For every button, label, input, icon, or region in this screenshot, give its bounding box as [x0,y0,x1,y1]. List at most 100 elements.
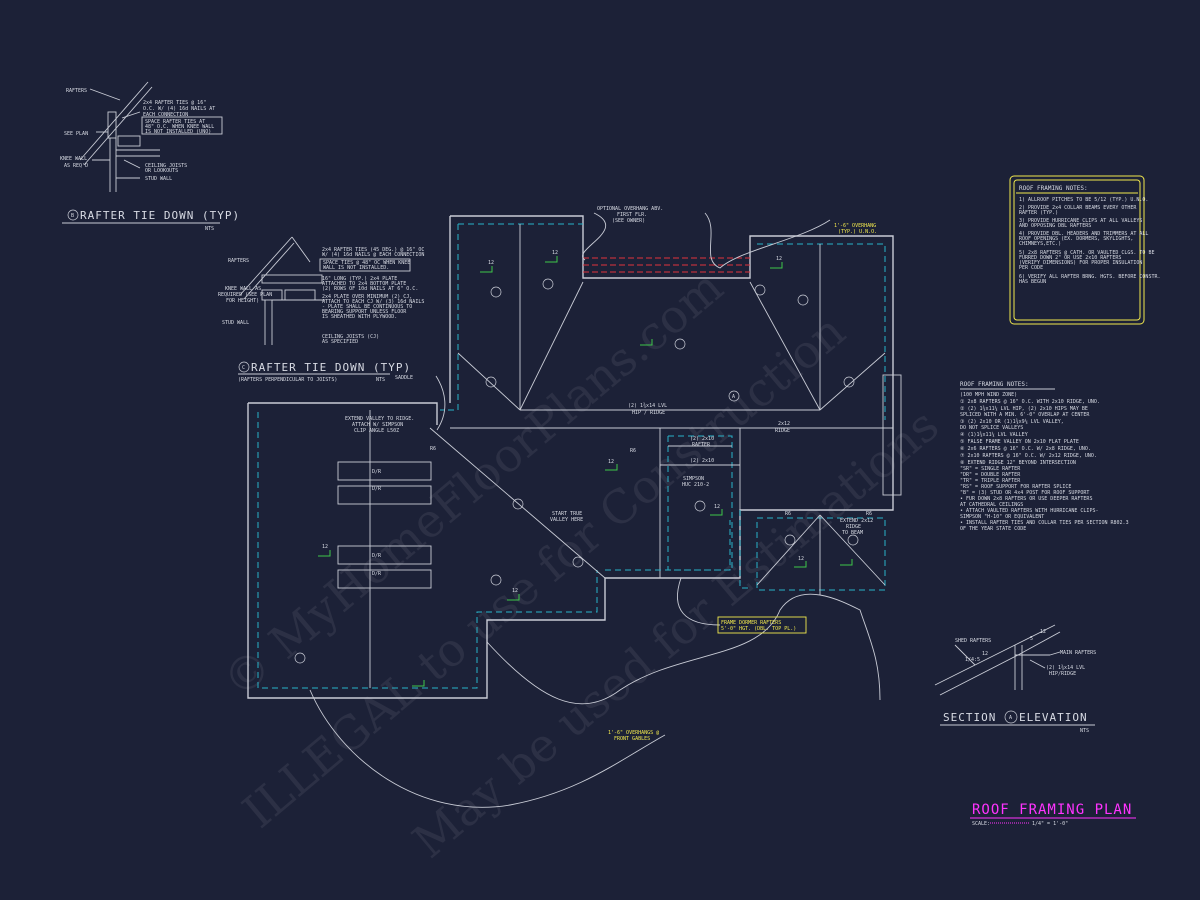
d1-stud: STUD WALL [145,176,172,182]
d2-knee1: KNEE WALL AS [225,286,261,292]
overhang-typ-2: (TYP.) U.N.O. [838,229,877,235]
note-w-7: ⑤ FALSE FRAME VALLEY ON 2x10 FLAT PLATE [960,439,1079,445]
front-gable-1: 1'-6" OVERHANGS @ [608,730,659,736]
d2-n3: SPACE TIES @ 48" OC WHEN KNEE [323,260,410,266]
note-w-3: SPLICED WITH A MIN. 6'-0" OVERLAP AT CEN… [960,412,1090,418]
pitch-c: 12 [776,256,782,262]
d1-detail-number: B [71,213,74,219]
d1-box2: 48" O.C. WHEN KNEE WALL [145,124,214,130]
note-w-2: ② (2) 1¾x11¼ LVL HIP, (2) 2x10 HIPS MAY … [960,406,1088,412]
section-title-marker-text: A [1009,715,1012,721]
detail-rafter-tie-down-1: RAFTERS SEE PLAN KNEE WALL AS REQ'D 2x4 … [60,81,239,232]
section-title-marker [1004,710,1018,724]
lvl-1: (2) 1¾x14 LVL [1046,665,1085,671]
simpson-2: HUC 210-2 [682,482,709,488]
front-gable-2: FRONT GABLES [614,736,650,742]
d1-knee-wall-label: KNEE WALL [60,156,87,162]
d1-ceiling1: CEILING JOISTS [145,163,187,169]
start-valley-2: VALLEY HERE [550,517,583,523]
note-w-20: • INSTALL RAFTER TIES AND COLLAR TIES PE… [960,520,1129,526]
d2-n13: CEILING JOISTS (CJ) [322,334,379,340]
d1-note1: 2x4 RAFTER TIES @ 16" [143,100,206,106]
note-y-6: ROOF OPENINGS (EX. DORMERS, SKYLIGHTS, [1019,236,1133,242]
d2-n1: 2x4 RAFTER TIES (45 DEG.) @ 16" OC [322,247,424,253]
section-marker-a [728,390,740,402]
note-y-4: AND OPPOSING DBL RAFTERS [1019,223,1091,229]
note-w-0: (100 MPH WIND ZONE) [960,392,1017,398]
d1-note2: O.C. W/ (4) 16d NAILS AT [143,106,215,112]
title-block: ROOF FRAMING PLAN SCALE: 1/4" = 1'-0" [970,802,1136,827]
note-w-12: "DR" = DOUBLE RAFTER [960,472,1021,478]
note-w-6: ④ (1)1¾x11¼ LVL VALLEY [960,432,1028,438]
note-y-10: (VERIFY DIMENSIONS) FOR PROPER INSULATIO… [1019,260,1142,266]
note-w-15: "B" = (3) STUD OR 4x4 POST FOR ROOF SUPP… [960,490,1089,496]
note-w-13: "TR" = TRIPLE RAFTER [960,478,1021,484]
drawing-scale-value: 1/4" = 1'-0" [1032,821,1068,827]
notes-yellow-lines: 1) ALLROOF PITCHES TO BE 5/12 (TYP.) U.N… [1019,197,1160,285]
hdr-r6-3: R6 [866,511,872,517]
rafter-2x10-b: (2) 2x10 [690,458,714,464]
roof-plan: D/R D/R D/R D/R A 12 12 [247,206,902,808]
optional-overhang-2: FIRST FLR. [617,212,647,218]
note-y-1: 2) PROVIDE 2x4 COLLAR BEAMS EVERY OTHER [1019,205,1137,211]
pitch-main-n: 5 [1030,636,1033,642]
frame-dormer-2: 5'-0" HGT. (DBL. TOP PL.) [721,626,796,632]
extend-ridge-1: EXTEND 2x12 [840,518,873,524]
frame-dormer-1: FRAME DORMER RAFTERS [721,620,781,626]
note-w-18: • ATTACH VAULTED RAFTERS WITH HURRICANE … [960,508,1098,514]
dr-label-2: D/R [372,486,382,492]
notes-yellow-title: ROOF FRAMING NOTES: [1019,185,1088,192]
d2-n11: BEARING SUPPORT UNLESS FLOOR [322,309,407,315]
note-y-8: 5) 2x8 RAFTERS @ CATH. OR VAULTED CLGS. … [1019,250,1154,256]
d2-n7: (2) ROWS OF 10d NAILS AT 6" O.C. [322,286,418,292]
d2-n10: - PLATE SHALL BE CONTINUOUS TO [322,304,412,310]
note-w-17: AT CATHEDRAL CEILINGS [960,502,1023,508]
ridge-2x12: 2x12 [778,421,790,427]
start-valley-1: START TRUE [552,511,582,517]
rafter-word: RAFTER [692,442,711,448]
hdr-r6-4: R6 [430,446,436,452]
note-w-14: "RS" = ROOF SUPPORT FOR RAFTER SPLICE [960,484,1071,490]
d2-n5: 16" LONG (TYP.) 2x4 PLATE [322,276,397,282]
d2-n6: ATTACHED TO 2x4 BOTTOM PLATE [322,281,406,287]
drawing-scale-label: SCALE: [972,821,990,827]
d2-n9: ATTACH TO EACH CJ W/ (3) 16d NAILS [322,299,424,305]
pitch-shed: 12 [982,651,988,657]
d2-detail-number: C [242,365,245,371]
note-y-11: PER CODE [1019,265,1043,271]
d2-n2: W/ (4) 16d NAILS @ EACH CONNECTION [322,252,424,258]
note-w-10: ⑧ EXTEND RIDGE 12" BEYOND INTERSECTION [960,460,1076,466]
hdr-r6-1: R6 [630,448,636,454]
d1-box3: IS NOT INSTALLED (UNO) [145,129,211,135]
dr-label-4: D/R [372,571,382,577]
lvl-2: HIP/RIDGE [1049,671,1076,677]
d2-n12: IS SHEATHED WITH PLYWOOD. [322,314,397,320]
extend-ridge-3: TO BEAM [842,530,863,536]
d1-rafters-label: RAFTERS [66,88,87,94]
d2-n14: AS SPECIFIED [322,339,358,345]
note-w-11: "SR" = SINGLE RAFTER [960,466,1021,472]
section-a-elevation: SHED RAFTERS MAIN RAFTERS (2) 1¾x14 LVL … [934,624,1096,734]
pitch-f: 12 [798,556,804,562]
extend-valley-2: ATTACH W/ SIMPSON [352,422,403,428]
detail-rafter-tie-down-2: RAFTERS KNEE WALL AS REQUIRED (SEE PLAN … [218,236,424,383]
hip-ridge-1: (2) 1¾x14 LVL [628,403,667,409]
note-w-1: ① 2x8 RAFTERS @ 16" O.C. WITH 2x10 RIDGE… [960,399,1100,405]
simpson-1: SIMPSON [683,476,704,482]
note-y-9: FURRED DOWN 2" OR USE 2x10 RAFTERS [1019,255,1121,261]
d1-detail-marker [67,209,79,221]
dr-label-1: D/R [372,469,382,475]
pitch-g: 12 [608,459,614,465]
d2-title: RAFTER TIE DOWN (TYP) [251,361,411,374]
extend-ridge-2: RIDGE [846,524,861,530]
d2-rafters: RAFTERS [228,258,249,264]
ridge-label-right: RIDGE [775,428,790,434]
optional-overhang-1: OPTIONAL OVERHANG ABV. [597,206,663,212]
rafter-2x10: (2) 2x10 [690,436,714,442]
roof-framing-notes-box: ROOF FRAMING NOTES: 1) ALLROOF PITCHES T… [1009,175,1160,325]
notes-white-title: ROOF FRAMING NOTES: [960,381,1029,388]
pitch-e: 12 [512,588,518,594]
optional-overhang-3: (SEE OWNER) [612,218,645,224]
section-marker-text: A [732,394,735,400]
